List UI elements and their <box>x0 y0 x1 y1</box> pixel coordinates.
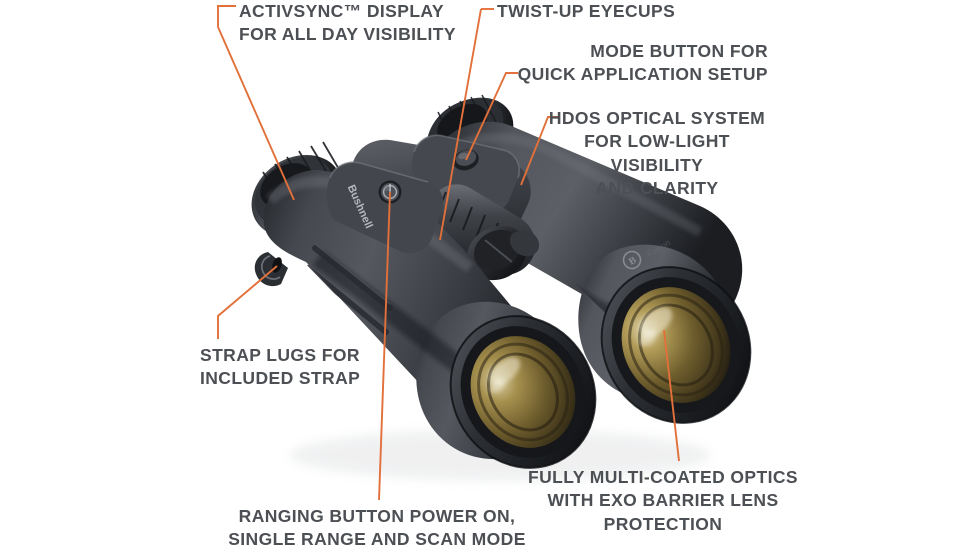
svg-text:B: B <box>627 255 639 268</box>
activsync-display-callout: ACTIVSYNC™ DISPLAY FOR ALL DAY VISIBILIT… <box>239 1 456 45</box>
hdos-optical-system-callout: HDOS OPTICAL SYSTEM FOR LOW-LIGHT VISIBI… <box>548 108 766 198</box>
ranging-button <box>378 180 402 204</box>
mode-button-callout: MODE BUTTON FOR QUICK APPLICATION SETUP <box>517 41 768 85</box>
strap-lugs-callout: STRAP LUGS FOR INCLUDED STRAP <box>200 345 361 389</box>
left-objective-lens <box>449 315 597 469</box>
ranging-button-callout: RANGING BUTTON POWER ON, SINGLE RANGE AN… <box>228 506 526 550</box>
hinge-tab <box>509 230 540 257</box>
twist-up-eyecups-callout: TWIST-UP EYECUPS <box>497 1 676 21</box>
fully-multi-coated-optics-callout: FULLY MULTI-COATED OPTICS WITH EXO BARRI… <box>528 467 798 534</box>
strap-lug <box>254 252 288 287</box>
left-barrel: Bushnell <box>251 141 597 469</box>
